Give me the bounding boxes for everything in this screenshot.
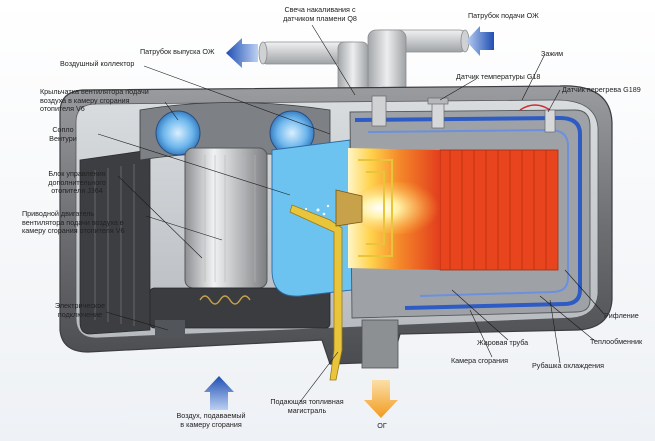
coolant-outlet-pipe bbox=[258, 41, 369, 101]
cooling-jacket-label: Рубашка охлаждения bbox=[532, 361, 605, 370]
heat-exchanger-label: Теплообменник bbox=[590, 337, 643, 346]
exhaust-arrow bbox=[364, 380, 398, 418]
control-unit-board bbox=[149, 287, 331, 329]
fan-impeller-label: Крыльчатка вентилятора подачи воздуха в … bbox=[40, 87, 149, 114]
ribbing-label: Рифление bbox=[604, 311, 639, 320]
control-unit-label: Блок управления дополнительного отопител… bbox=[48, 169, 106, 196]
coolant-inlet-label: Патрубок подачи ОЖ bbox=[468, 11, 539, 20]
glow-plug-body bbox=[371, 95, 387, 127]
left-shroud bbox=[79, 149, 151, 335]
glow-plug-label: Свеча накаливания с датчиком пламени Q8 bbox=[283, 5, 357, 23]
leader-lines bbox=[97, 24, 605, 403]
motor-ribs bbox=[194, 155, 256, 282]
flame-tube-label: Жаровая труба bbox=[477, 338, 529, 347]
combustion-chamber-label: Камера сгорания bbox=[451, 356, 509, 365]
venturi-left bbox=[155, 110, 201, 156]
burner-insert bbox=[358, 159, 393, 257]
exhaust-pipe bbox=[361, 319, 399, 369]
heat-exchanger-ribs bbox=[449, 150, 547, 270]
air-supply-arrow bbox=[204, 376, 234, 410]
drive-motor-label: Приводной двигатель вентилятора подачи в… bbox=[22, 209, 125, 236]
air-supply-label: Воздух, подаваемый в камеру сгорания bbox=[176, 411, 246, 429]
fuel-line-label: Подающая топливная магистраль bbox=[270, 397, 344, 415]
fan-blade-lines bbox=[94, 164, 135, 326]
overheat-sensor bbox=[519, 104, 556, 133]
cooling-jacket bbox=[354, 115, 582, 310]
clamp-label: Зажим bbox=[541, 49, 564, 58]
coolant-inlet-arrow bbox=[466, 26, 494, 56]
electric-connector bbox=[155, 320, 185, 338]
air-collector-label: Воздушный коллектор bbox=[60, 59, 135, 68]
nozzle-block bbox=[335, 189, 363, 227]
coolant-outlet-arrow bbox=[226, 38, 258, 68]
cooling-jacket-inner bbox=[367, 128, 569, 297]
spring-coil bbox=[199, 295, 251, 305]
overheat-sensor-label: Датчик перегрева G189 bbox=[562, 85, 641, 94]
coolant-outlet-label: Патрубок выпуска ОЖ bbox=[140, 47, 215, 56]
flame-core bbox=[350, 182, 450, 234]
heat-exchanger-fins bbox=[439, 149, 559, 271]
electric-connection-label: Электрическое подключение bbox=[54, 301, 106, 319]
venturi-label: Сопло Вентури bbox=[49, 125, 77, 143]
temp-sensor bbox=[427, 97, 449, 129]
exhaust-label: ОГ bbox=[377, 421, 387, 430]
temp-sensor-label: Датчик температуры G18 bbox=[456, 72, 541, 81]
